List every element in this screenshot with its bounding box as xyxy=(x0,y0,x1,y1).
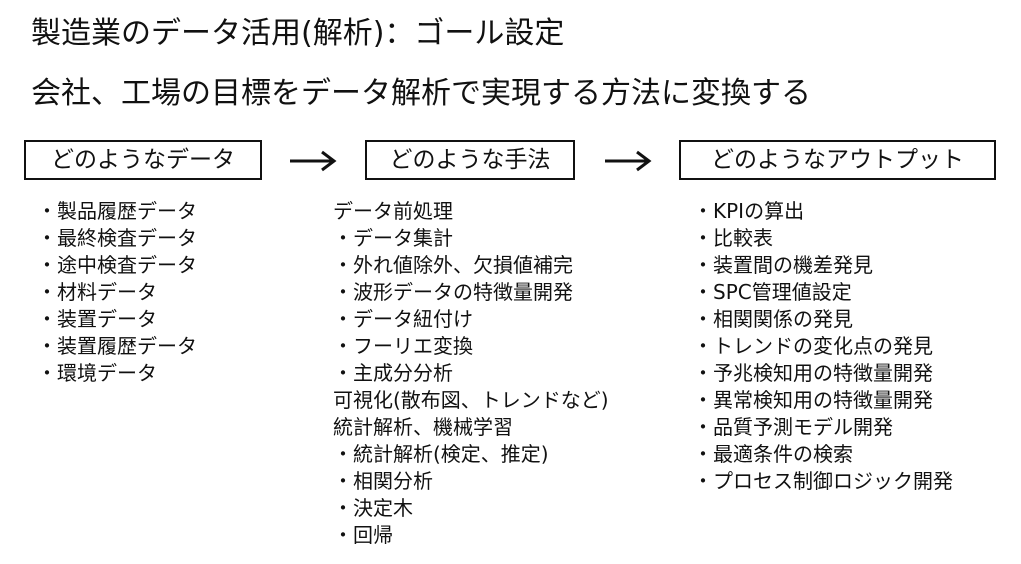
list-item: ・波形データの特徴量開発 xyxy=(333,280,573,304)
list-item: ・比較表 xyxy=(693,226,773,250)
list-item: ・プロセス制御ロジック開発 xyxy=(693,469,953,493)
list-item: ・SPC管理値設定 xyxy=(693,280,852,304)
data-list: ・製品履歴データ ・最終検査データ ・途中検査データ ・材料データ ・装置データ… xyxy=(37,198,197,387)
list-item: ・環境データ xyxy=(37,361,157,385)
right-arrow-icon xyxy=(290,150,337,172)
list-item: ・相関分析 xyxy=(333,469,433,493)
list-item: ・相関関係の発見 xyxy=(693,307,853,331)
list-item: ・最終検査データ xyxy=(37,226,197,250)
list-item: ・品質予測モデル開発 xyxy=(693,415,893,439)
list-item: ・データ集計 xyxy=(333,226,453,250)
list-item: ・トレンドの変化点の発見 xyxy=(693,334,933,358)
page-subtitle: 会社、工場の目標をデータ解析で実現する方法に変換する xyxy=(31,76,811,111)
page-title: 製造業のデータ活用(解析)：ゴール設定 xyxy=(31,16,565,51)
list-item: データ前処理 xyxy=(333,199,453,223)
list-item: ・予兆検知用の特徴量開発 xyxy=(693,361,933,385)
list-item: ・異常検知用の特徴量開発 xyxy=(693,388,933,412)
list-item: ・KPIの算出 xyxy=(693,199,805,223)
right-arrow-icon xyxy=(605,150,652,172)
list-item: ・材料データ xyxy=(37,280,157,304)
list-item: ・最適条件の検索 xyxy=(693,442,853,466)
list-item: ・途中検査データ xyxy=(37,253,197,277)
list-item: ・データ紐付け xyxy=(333,307,473,331)
list-item: 統計解析、機械学習 xyxy=(333,415,513,439)
list-item: ・製品履歴データ xyxy=(37,199,197,223)
list-item: ・装置間の機差発見 xyxy=(693,253,873,277)
list-item: ・主成分分析 xyxy=(333,361,453,385)
list-item: ・外れ値除外、欠損値補完 xyxy=(333,253,573,277)
list-item: ・フーリエ変換 xyxy=(333,334,473,358)
list-item: ・装置データ xyxy=(37,307,157,331)
list-item: ・統計解析(検定、推定) xyxy=(333,442,549,466)
data-heading-box: どのようなデータ xyxy=(24,140,262,180)
method-heading-box: どのような手法 xyxy=(365,140,575,180)
list-item: ・回帰 xyxy=(333,523,393,547)
output-list: ・KPIの算出 ・比較表 ・装置間の機差発見 ・SPC管理値設定 ・相関関係の発… xyxy=(693,198,953,495)
method-list: データ前処理 ・データ集計 ・外れ値除外、欠損値補完 ・波形データの特徴量開発 … xyxy=(333,198,609,549)
output-heading-box: どのようなアウトプット xyxy=(679,140,996,180)
list-item: ・決定木 xyxy=(333,496,413,520)
list-item: ・装置履歴データ xyxy=(37,334,197,358)
list-item: 可視化(散布図、トレンドなど) xyxy=(333,388,609,412)
